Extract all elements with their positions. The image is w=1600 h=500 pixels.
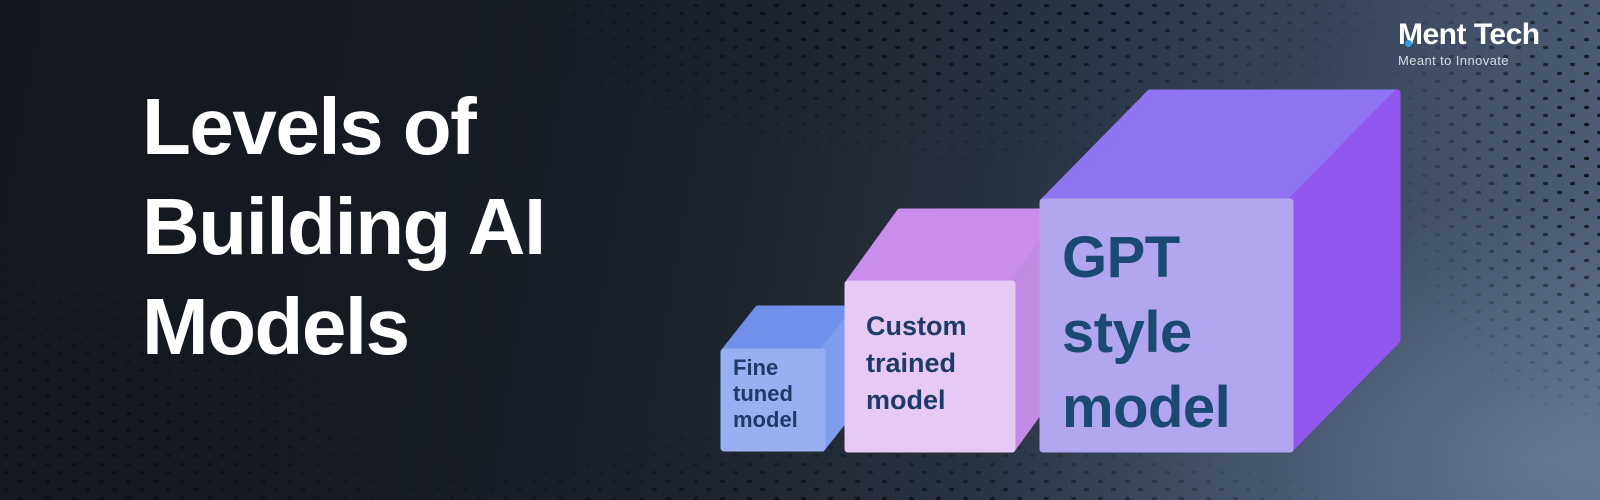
cube-custom-trained-model-face-front	[844, 280, 1016, 453]
brand-name: Ment Tech	[1398, 18, 1540, 51]
cube-label-fine-tuned-model: Fine tuned model	[733, 355, 798, 432]
cube-label-gpt-style-model: GPT style model	[1062, 225, 1231, 440]
cube-fine-tuned-model-face-front	[720, 348, 826, 452]
page-title: Levels of Building AI Models	[142, 82, 546, 371]
brand-tagline: Meant to Innovate	[1398, 53, 1509, 68]
cube-label-custom-trained-model: Custom trained model	[866, 311, 967, 415]
brand-row: Ment Tech	[1398, 20, 1540, 50]
cube-gpt-style-model-face-front	[1039, 198, 1294, 453]
brand-logo: Ment Tech Meant to Innovate	[1398, 20, 1540, 69]
logo-dot-icon	[1405, 40, 1412, 47]
